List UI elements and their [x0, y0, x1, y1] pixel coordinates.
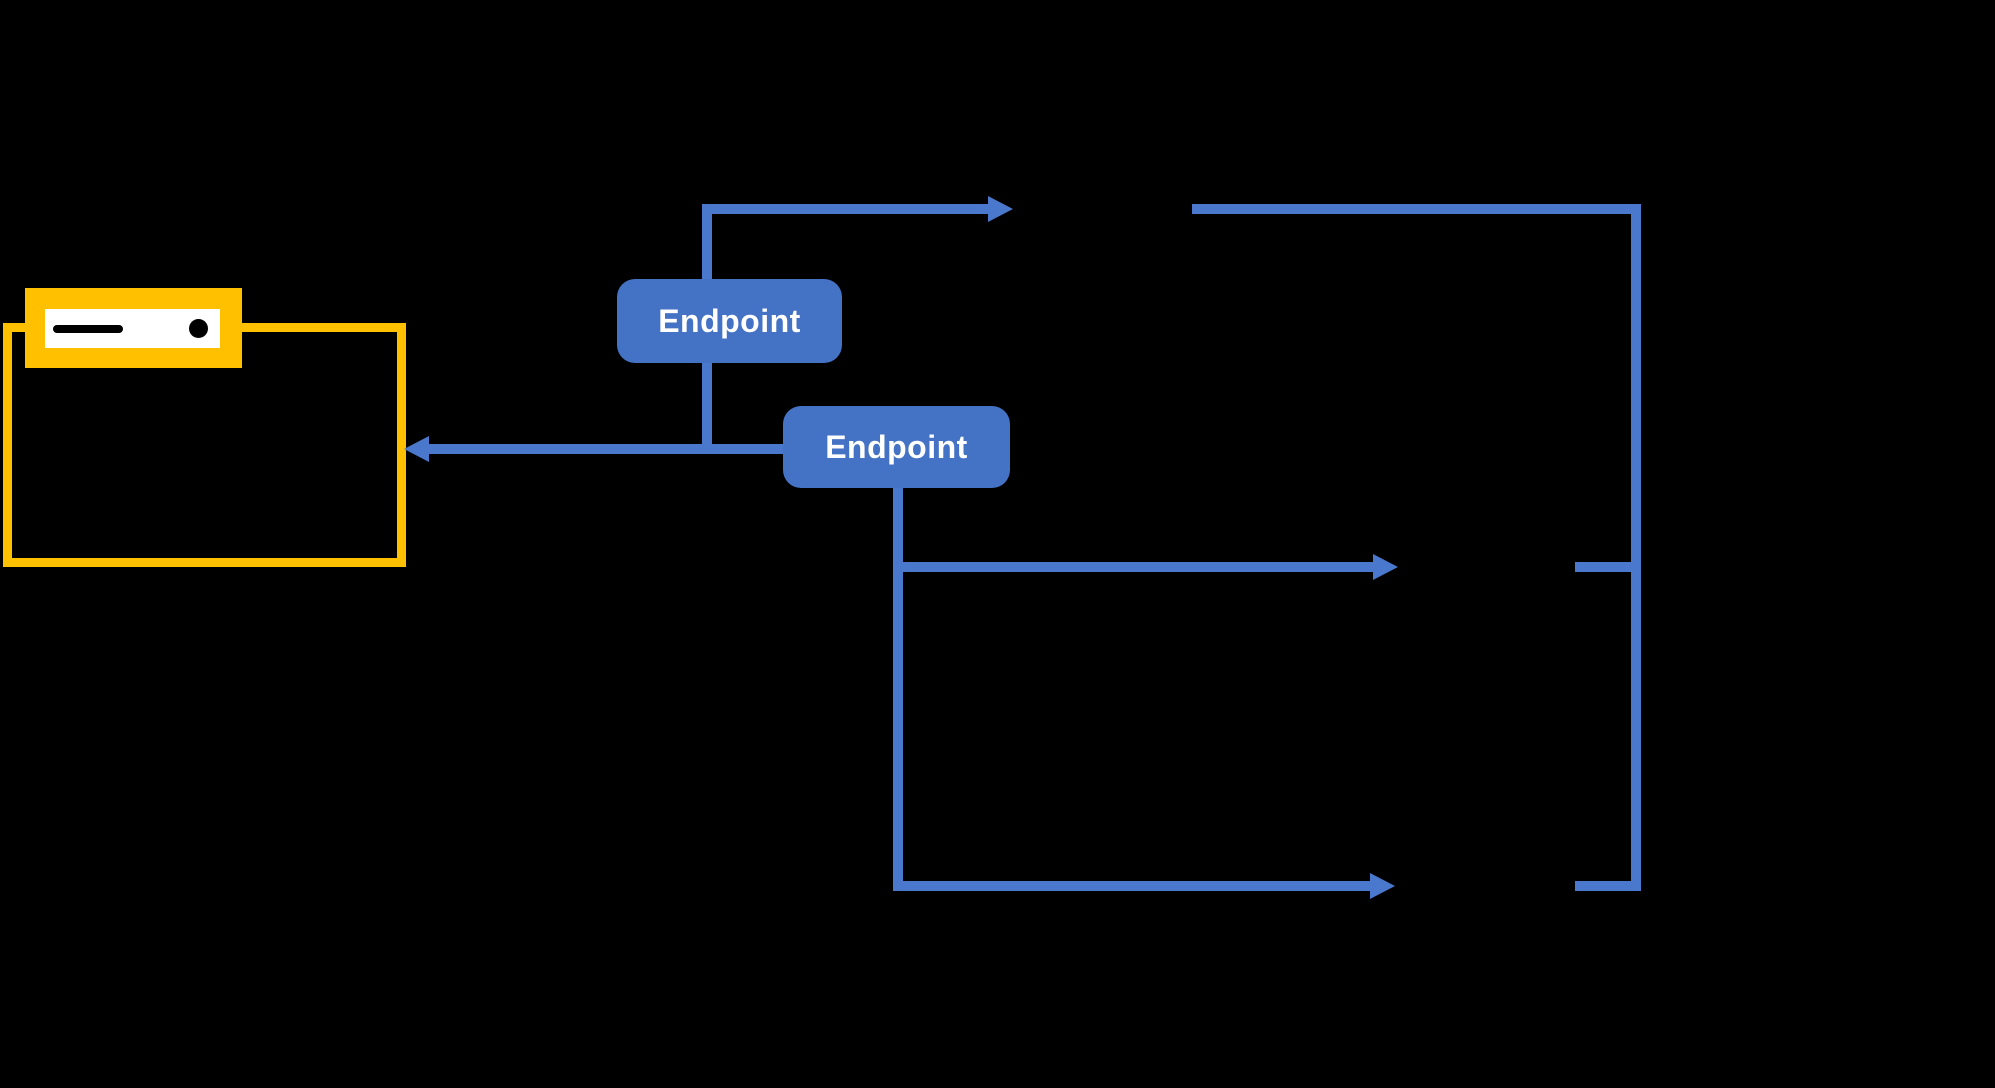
- browser-titlebar-inner: [45, 309, 220, 348]
- connector-left-horizontal: [429, 444, 783, 454]
- connector-endpoint1-up: [702, 204, 712, 279]
- arrowhead-left-icon: [404, 436, 429, 462]
- connector-bottom-horizontal: [893, 881, 1370, 891]
- connector-endpoint1-top-horizontal: [702, 204, 988, 214]
- right-bracket-mid-tick: [1575, 562, 1641, 572]
- connector-endpoint1-down: [702, 363, 712, 454]
- endpoint1-label: Endpoint: [658, 302, 801, 339]
- connector-right-vertical: [1631, 204, 1641, 891]
- connector-topright-horizontal: [1192, 204, 1641, 214]
- browser-titlebar-dash-icon: [53, 325, 123, 333]
- browser-window-icon: [25, 288, 242, 368]
- endpoint1-node: Endpoint: [617, 279, 842, 363]
- right-bracket-foot: [1575, 881, 1641, 891]
- connector-middle-horizontal: [893, 562, 1373, 572]
- browser-titlebar-dot-icon: [189, 319, 208, 338]
- arrowhead-right-icon: [988, 196, 1013, 222]
- endpoint2-node: Endpoint: [783, 406, 1010, 488]
- connector-endpoint2-down: [893, 488, 903, 891]
- arrowhead-right-icon: [1373, 554, 1398, 580]
- endpoint2-label: Endpoint: [825, 428, 968, 465]
- arrowhead-right-icon: [1370, 873, 1395, 899]
